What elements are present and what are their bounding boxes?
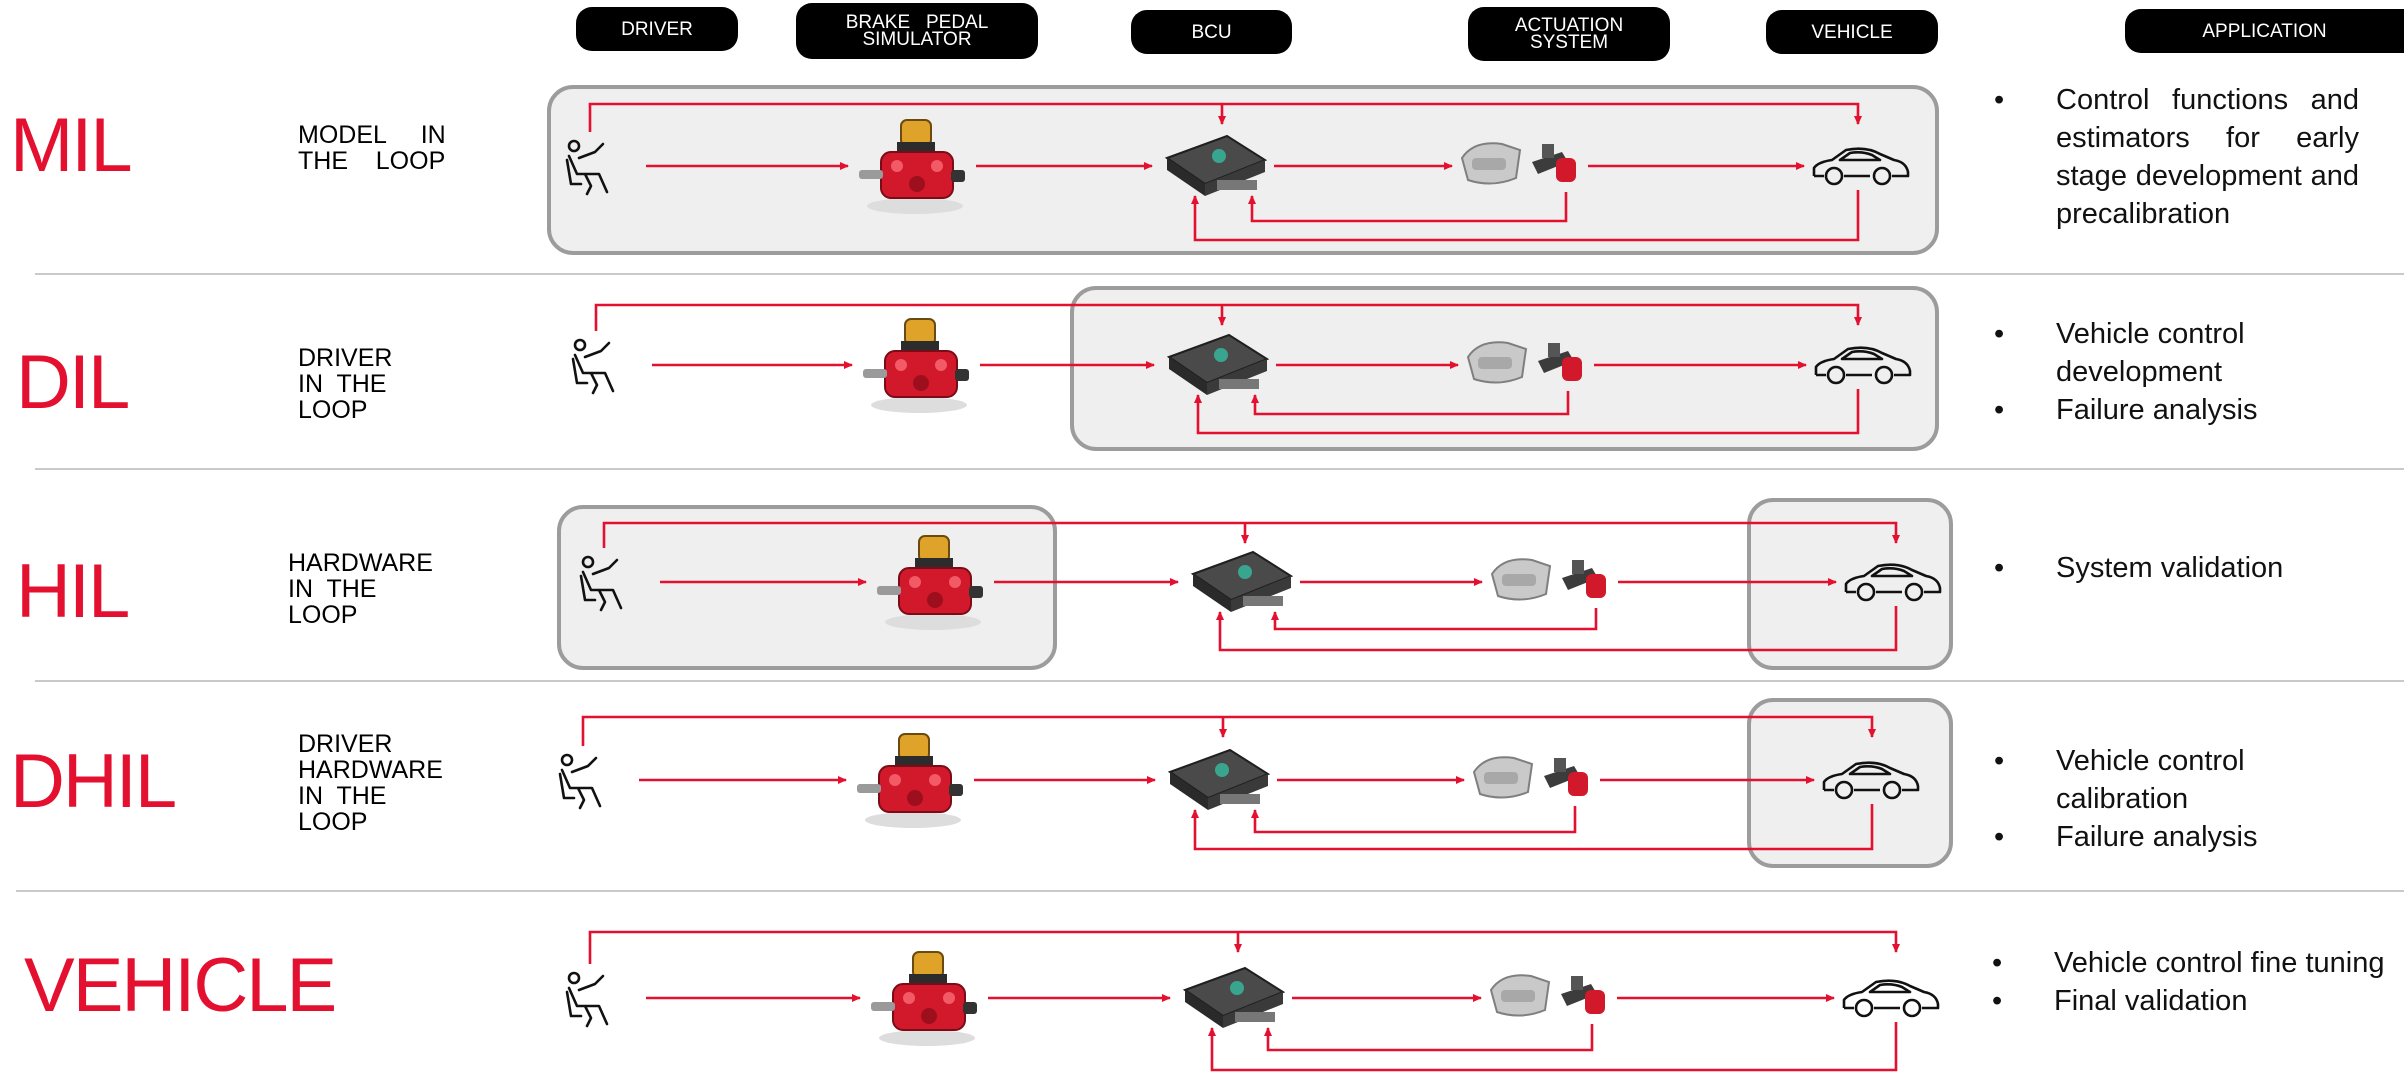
brake-pedal-simulator-icon <box>863 319 969 413</box>
actuation-system-icon <box>1462 143 1576 183</box>
steering-wheel <box>593 560 617 574</box>
driver-body <box>569 156 607 194</box>
actuation-system-icon <box>1492 559 1606 599</box>
bcu-icon <box>1170 750 1268 810</box>
actuation-system-icon <box>1474 757 1588 797</box>
brake-pedal-simulator-icon <box>871 952 977 1046</box>
vehicle-icon <box>1824 763 1918 798</box>
arrow-actuation-feedback <box>1275 608 1596 629</box>
arrow-vehicle-feedback <box>1198 389 1858 433</box>
vehicle-icon <box>1844 981 1938 1016</box>
driver-seat <box>567 160 581 184</box>
car-wheel <box>1858 584 1874 600</box>
driver-seat <box>581 576 595 600</box>
car-window <box>1840 152 1880 160</box>
driver-body <box>562 770 600 808</box>
driver-head <box>583 557 593 567</box>
driver-head <box>569 141 579 151</box>
bcu-icon <box>1169 335 1267 395</box>
driver-seat <box>560 774 574 798</box>
driver-body <box>569 988 607 1026</box>
driver-icon <box>573 340 613 393</box>
steering-wheel <box>579 144 603 158</box>
vehicle-icon <box>1816 348 1910 383</box>
car-window <box>1850 766 1890 774</box>
driver-head <box>575 340 585 350</box>
actuation-system-icon <box>1491 975 1605 1015</box>
arrow-top-loop <box>604 523 1896 548</box>
driver-head <box>562 755 572 765</box>
bcu-icon <box>1193 552 1291 612</box>
driver-body <box>583 572 621 610</box>
vehicle-icon <box>1814 149 1908 184</box>
steering-wheel <box>579 976 603 990</box>
driver-icon <box>560 755 600 808</box>
car-wheel <box>1836 782 1852 798</box>
arrow-actuation-feedback <box>1252 192 1566 221</box>
car-window <box>1870 984 1910 992</box>
car-wheel <box>1876 367 1892 383</box>
driver-head <box>569 973 579 983</box>
arrow-vehicle-feedback <box>1195 804 1872 849</box>
bcu-icon <box>1185 968 1283 1028</box>
driver-seat <box>567 992 581 1016</box>
arrow-vehicle-feedback <box>1212 1022 1896 1070</box>
car-window <box>1872 568 1912 576</box>
arrow-top-loop <box>583 717 1872 746</box>
arrow-actuation-feedback <box>1268 1024 1592 1050</box>
car-wheel <box>1884 782 1900 798</box>
actuation-system-icon <box>1468 342 1582 382</box>
driver-icon <box>567 973 607 1026</box>
car-wheel <box>1906 584 1922 600</box>
arrow-top-loop <box>590 104 1858 132</box>
arrow-top-loop <box>590 932 1896 964</box>
brake-pedal-simulator-icon <box>859 120 965 214</box>
vehicle-icon <box>1846 565 1940 600</box>
driver-icon <box>581 557 621 610</box>
steering-wheel <box>572 758 596 772</box>
car-wheel <box>1856 1000 1872 1016</box>
driver-seat <box>573 359 587 383</box>
steering-wheel <box>585 343 609 357</box>
arrow-actuation-feedback <box>1255 806 1575 832</box>
car-wheel <box>1828 367 1844 383</box>
arrow-actuation-feedback <box>1255 391 1568 414</box>
car-window <box>1842 351 1882 359</box>
car-wheel <box>1904 1000 1920 1016</box>
bcu-icon <box>1167 136 1265 196</box>
brake-pedal-simulator-icon <box>877 536 983 630</box>
arrow-top-loop <box>596 305 1858 331</box>
car-wheel <box>1874 168 1890 184</box>
arrow-vehicle-feedback <box>1195 190 1858 240</box>
car-wheel <box>1826 168 1842 184</box>
driver-icon <box>567 141 607 194</box>
driver-body <box>575 355 613 393</box>
brake-pedal-simulator-icon <box>857 734 963 828</box>
